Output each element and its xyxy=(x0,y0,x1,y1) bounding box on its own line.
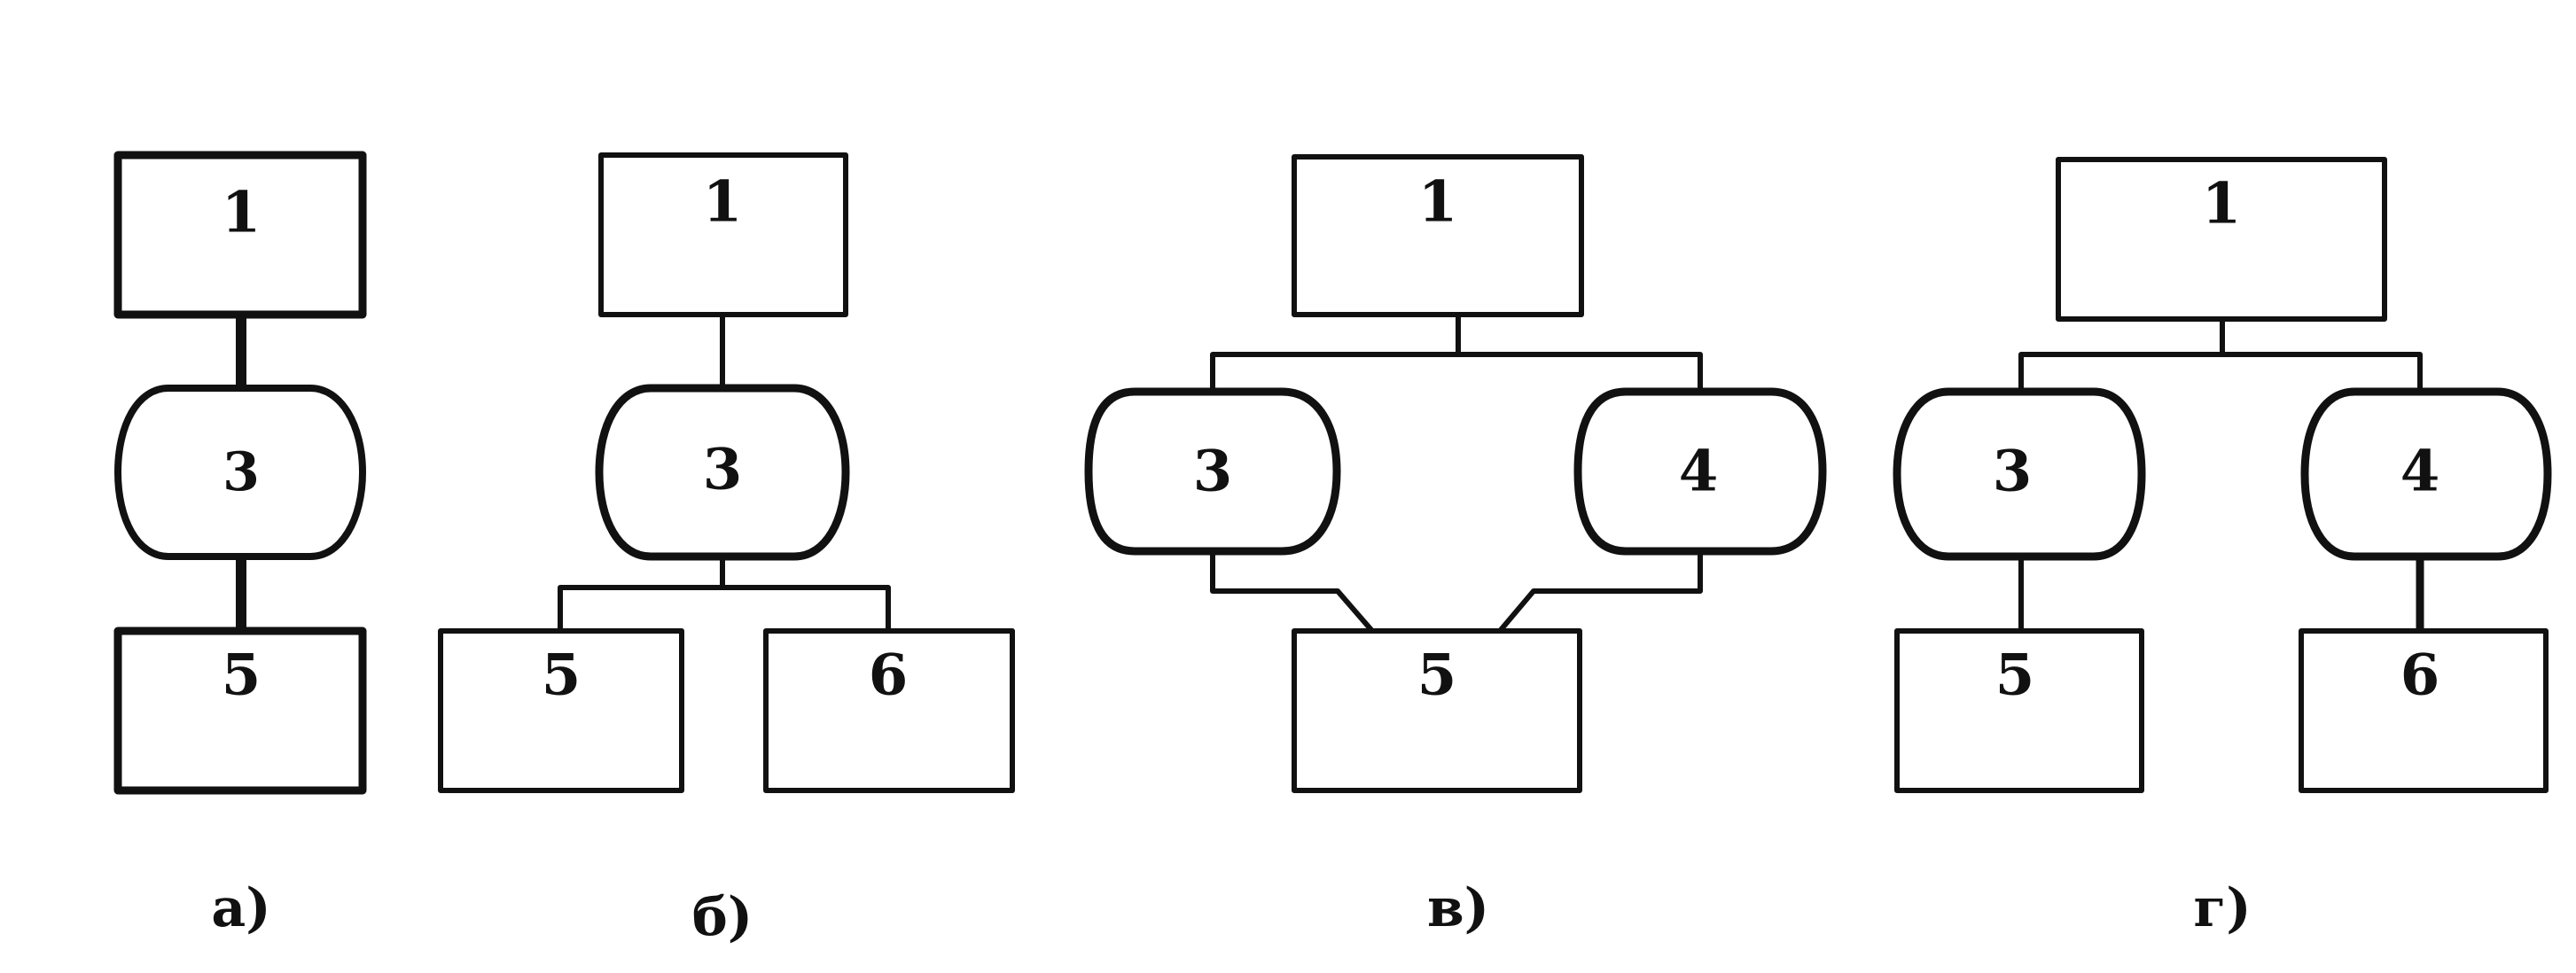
block-g-5 xyxy=(1894,628,2144,793)
block-a-5 xyxy=(113,627,367,795)
process-b-3 xyxy=(595,384,850,561)
label-a-1: 1 xyxy=(222,180,262,246)
block-g-6 xyxy=(2299,628,2549,793)
label-v-5: 5 xyxy=(1417,642,1457,709)
label-b-5: 5 xyxy=(542,642,582,709)
block-b-1 xyxy=(598,152,848,317)
connector-v-4-5 xyxy=(1495,549,1703,635)
diagram-v: 1 3 4 5 в) xyxy=(1084,154,1827,939)
block-a-1 xyxy=(113,151,367,319)
connector-b-split xyxy=(558,585,891,634)
process-v-3 xyxy=(1084,387,1341,556)
label-g-6: 6 xyxy=(2400,642,2440,709)
block-v-1 xyxy=(1292,154,1584,317)
diagram-g: 1 3 4 5 6 г) xyxy=(1893,157,2552,939)
process-g-4 xyxy=(2300,387,2552,561)
label-v-4: 4 xyxy=(1679,439,1719,505)
block-v-5 xyxy=(1292,628,1582,793)
process-v-4 xyxy=(1573,387,1827,556)
connector-v-split xyxy=(1210,352,1703,394)
block-g-1 xyxy=(2056,157,2387,322)
label-a-5: 5 xyxy=(222,642,262,709)
connector-v-3-5 xyxy=(1210,549,1377,635)
caption-a: а) xyxy=(211,877,270,939)
label-b-3: 3 xyxy=(703,437,743,503)
connector-g-split xyxy=(2018,352,2423,394)
label-g-1: 1 xyxy=(2202,171,2242,237)
diagram-a: 1 3 5 а) xyxy=(113,151,367,939)
caption-v: в) xyxy=(1427,877,1489,939)
label-v-1: 1 xyxy=(1418,169,1458,236)
label-b-6: 6 xyxy=(869,642,909,709)
caption-b: б) xyxy=(692,886,753,948)
label-b-1: 1 xyxy=(703,169,743,236)
label-g-4: 4 xyxy=(2400,439,2440,505)
process-g-3 xyxy=(1893,387,2146,561)
label-g-5: 5 xyxy=(1995,642,2035,709)
label-a-3: 3 xyxy=(222,441,260,503)
caption-g: г) xyxy=(2193,877,2251,939)
block-b-5 xyxy=(438,628,684,793)
label-v-3: 3 xyxy=(1193,439,1233,505)
label-g-3: 3 xyxy=(1993,439,2033,505)
process-a-3 xyxy=(114,385,366,560)
diagram-b: 1 3 5 6 б) xyxy=(438,152,1015,948)
block-b-6 xyxy=(763,628,1015,793)
